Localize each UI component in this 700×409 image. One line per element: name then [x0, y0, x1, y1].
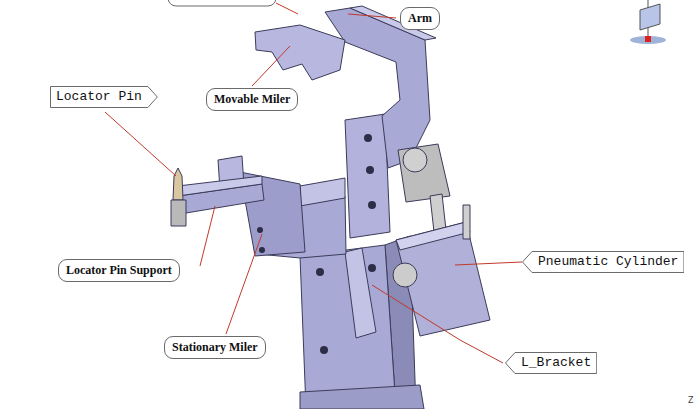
pin-nut: [171, 200, 186, 226]
callout-box: Movable Miler: [206, 88, 298, 111]
leader-line: [372, 285, 503, 363]
support-bar-top: [178, 176, 262, 196]
callout-shape: [506, 353, 597, 374]
leader-line: [348, 14, 396, 18]
hole: [259, 247, 265, 253]
cylinder-top: [396, 222, 470, 250]
hole: [366, 166, 374, 174]
callout-shape: [523, 252, 684, 273]
clevis: [398, 144, 450, 202]
tall-plate: [345, 114, 390, 238]
callout-box: Locator Pin Support: [58, 259, 180, 282]
part-name: Locator Pin: [56, 89, 142, 104]
cylinder-pivot: [393, 263, 417, 287]
holes: [257, 134, 376, 354]
arm-top: [350, 6, 436, 40]
gusset: [345, 248, 376, 338]
leaders: [105, 3, 522, 363]
movable-jaw: [255, 25, 345, 80]
leader-line: [276, 3, 298, 14]
axis-letter: Z: [688, 396, 693, 405]
leader-line: [105, 112, 176, 176]
pivot-pin: [403, 148, 427, 172]
part-name: Arm: [408, 11, 432, 25]
part-name: Movable Miler: [214, 92, 290, 106]
hole: [368, 264, 376, 272]
hole: [320, 346, 328, 354]
base-plate: [300, 385, 424, 409]
leader-line: [252, 46, 290, 86]
part-name: Stationary Miler: [172, 340, 258, 354]
callout-box: Arm: [400, 7, 440, 30]
axis-plane: [640, 4, 660, 30]
leader-line: [200, 206, 215, 266]
callout-box: Stationary Miler: [164, 336, 266, 359]
leader-line: [226, 234, 262, 334]
base-front: [300, 245, 396, 409]
axis-origin: [645, 36, 651, 42]
callout-box: L_Bracket: [505, 352, 597, 374]
callout-box: Locator Pin: [50, 86, 158, 108]
orientation-icon: [630, 0, 666, 44]
valve: [463, 205, 470, 239]
hole: [364, 134, 372, 142]
callout-box: Pneumatic Cylinder: [522, 251, 684, 273]
part-name: Locator Pin Support: [66, 263, 172, 277]
hole: [316, 268, 324, 276]
callout-shape: [51, 87, 158, 108]
hole: [368, 201, 376, 209]
cut-callout: [168, 0, 276, 6]
hole: [257, 227, 263, 233]
part-name: L_Bracket: [521, 355, 591, 370]
leader-line: [455, 262, 522, 265]
part-name: Pneumatic Cylinder: [538, 254, 678, 269]
piston-rod: [430, 194, 446, 232]
plate-top: [300, 178, 345, 206]
locator-pin: [173, 168, 183, 200]
axis-base: [630, 36, 666, 44]
